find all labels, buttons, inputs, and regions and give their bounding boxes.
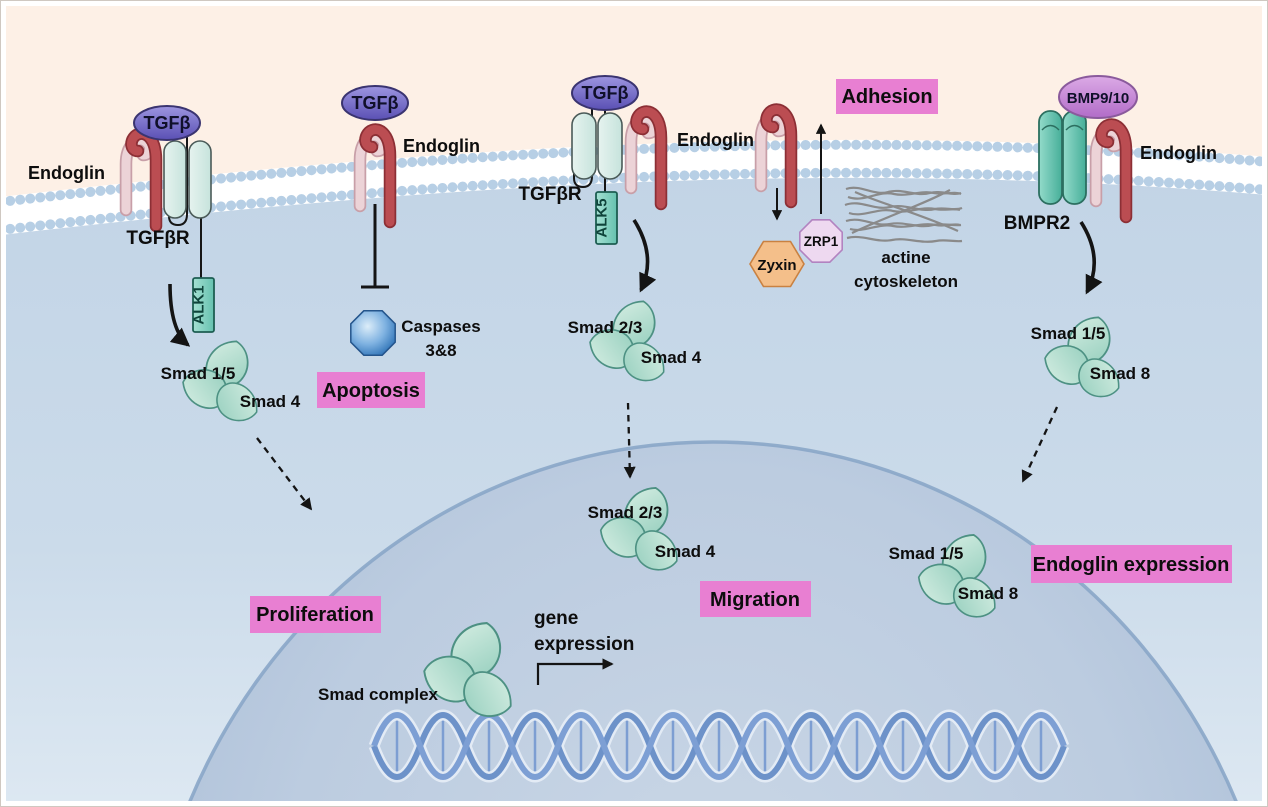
tgfbr-capsule bbox=[188, 140, 212, 219]
alk1-to-smad-arrow bbox=[168, 283, 191, 347]
proliferation-label: Proliferation bbox=[256, 604, 374, 626]
complex-alk5: TGFβ ALK5 TGFβR Endoglin bbox=[518, 75, 754, 245]
caspases-label-line1: Caspases bbox=[401, 317, 480, 336]
tgfbr-capsule bbox=[163, 140, 187, 219]
smad-to-nucleus-arrow-mid bbox=[623, 402, 636, 479]
endoglin-5-label: Endoglin bbox=[1140, 143, 1217, 163]
smad4-left-label: Smad 4 bbox=[240, 392, 301, 411]
bmpr2-cap-lines bbox=[1041, 124, 1084, 131]
nucleus-body bbox=[190, 442, 1236, 801]
smad-to-nucleus-arrow-right bbox=[1021, 406, 1059, 483]
endoglin-3-label: Endoglin bbox=[677, 130, 754, 150]
apoptosis-box bbox=[317, 372, 425, 408]
alk5-box bbox=[595, 191, 618, 245]
smad-to-nucleus-arrow-left bbox=[256, 437, 313, 511]
actin-label-line2: cytoskeleton bbox=[854, 272, 958, 291]
caspases-octagon bbox=[350, 310, 396, 356]
endoglin-expression-box bbox=[1031, 545, 1232, 583]
alk1-box bbox=[192, 277, 215, 333]
receptor-tail-line bbox=[573, 99, 593, 189]
zyxin-label: Zyxin bbox=[757, 257, 796, 274]
apoptosis-label: Apoptosis bbox=[322, 380, 420, 402]
migration-label: Migration bbox=[710, 589, 800, 611]
complex-zyxin-adhesion: Zyxin ZRP1 actine cytoskeleton bbox=[749, 110, 963, 291]
smad15-left-label: Smad 1/5 bbox=[161, 364, 236, 383]
bmp910-label: BMP9/10 bbox=[1067, 90, 1130, 107]
adhesion-label: Adhesion bbox=[841, 86, 932, 108]
tgfb-ligand-3-label: TGFβ bbox=[582, 83, 629, 103]
smad8-right-label: Smad 8 bbox=[1090, 364, 1150, 383]
complex-alk1: TGFβ ALK1 Endoglin TGFβR bbox=[28, 105, 215, 333]
bmpr2-label: BMPR2 bbox=[1004, 213, 1071, 234]
complex-endoglin-apoptosis: TGFβ Endoglin Caspases 3&8 bbox=[341, 85, 481, 360]
tgfbr-capsule bbox=[597, 112, 623, 180]
alk5-to-smad-arrow bbox=[632, 219, 657, 293]
endoglin-2-label: Endoglin bbox=[403, 136, 480, 156]
endoglin-1-label: Endoglin bbox=[28, 163, 105, 183]
bmp910-ligand bbox=[1058, 75, 1138, 119]
tgfb-ligand-2 bbox=[341, 85, 409, 121]
zyxin-hexagon bbox=[749, 240, 805, 288]
bmpr2-capsule bbox=[1038, 110, 1063, 205]
actin-cytoskeleton-mesh bbox=[844, 186, 963, 243]
tgfbr-3-label: TGFβR bbox=[518, 184, 582, 205]
adhesion-box bbox=[836, 79, 938, 114]
tgfb-ligand-1 bbox=[133, 105, 201, 141]
receptor-tail-line bbox=[168, 128, 188, 227]
smad-complexes: Smad 1/5 Smad 4 Smad 2/3 Smad 4 Smad 1/5… bbox=[161, 294, 1150, 724]
alk5-label: ALK5 bbox=[594, 198, 611, 237]
outcome-boxes: Adhesion Apoptosis Proliferation Migrati… bbox=[250, 79, 1232, 633]
smad4-mid-label: Smad 4 bbox=[641, 348, 702, 367]
proliferation-box bbox=[250, 596, 381, 633]
smad15-right-label: Smad 1/5 bbox=[1031, 324, 1106, 343]
nucleus-envelope bbox=[188, 440, 1238, 801]
nucleus bbox=[188, 440, 1238, 801]
gene-expression-label-line2: expression bbox=[534, 634, 634, 655]
zrp1-label: ZRP1 bbox=[804, 234, 839, 249]
alk1-label: ALK1 bbox=[191, 285, 208, 324]
smad8-nucleus-label: Smad 8 bbox=[958, 584, 1018, 603]
dna-base-pairs bbox=[395, 718, 1043, 774]
smad15-nucleus-label: Smad 1/5 bbox=[889, 544, 964, 563]
complex-bmpr2: BMP9/10 BMPR2 Endoglin bbox=[1004, 75, 1217, 234]
tgfbr-1-label: TGFβR bbox=[126, 228, 190, 249]
caspases-label-line2: 3&8 bbox=[425, 341, 456, 360]
tgfb-ligand-2-label: TGFβ bbox=[352, 93, 399, 113]
gene-expression-label-line1: gene bbox=[534, 608, 578, 629]
bmpr2-to-smad-arrow bbox=[1079, 221, 1103, 295]
endoglin-expression-label: Endoglin expression bbox=[1033, 554, 1230, 576]
gene-expression-arrow bbox=[536, 658, 614, 685]
smad23-mid-label: Smad 2/3 bbox=[568, 318, 643, 337]
tgfb-ligand-3 bbox=[571, 75, 639, 111]
actin-label-line1: actine bbox=[881, 248, 930, 267]
smad23-nucleus-label: Smad 2/3 bbox=[588, 503, 663, 522]
migration-box bbox=[700, 581, 811, 617]
arrows-layer bbox=[168, 123, 1103, 685]
zrp1-octagon bbox=[798, 219, 844, 264]
dna-strand-b bbox=[371, 712, 1067, 780]
tgfb-ligand-1-label: TGFβ bbox=[144, 113, 191, 133]
tgfbr-capsule bbox=[571, 112, 597, 180]
smad4-nucleus-label: Smad 4 bbox=[655, 542, 716, 561]
smad-complex-label: Smad complex bbox=[318, 685, 439, 704]
